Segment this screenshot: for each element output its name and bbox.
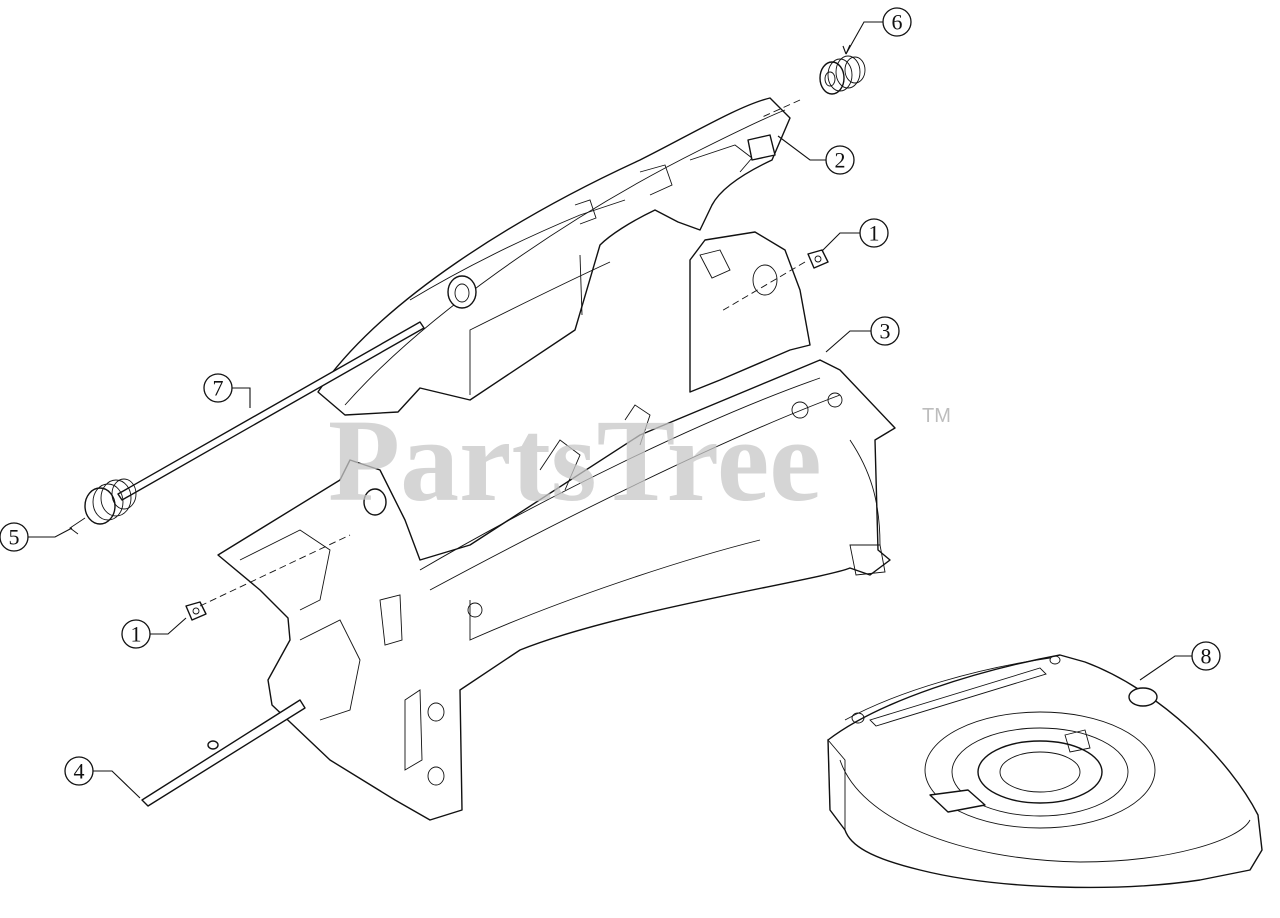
torsion-spring-right[interactable] [819, 55, 866, 95]
mower-deck[interactable] [827, 654, 1263, 889]
callout-label: 5 [9, 525, 20, 550]
nut-bottom[interactable] [185, 601, 207, 621]
rear-door-flap[interactable] [317, 97, 791, 416]
callout-label: 3 [880, 319, 891, 344]
hinge-rod[interactable] [141, 699, 306, 807]
callout-8: 8 [1139, 641, 1221, 681]
callout-label: 1 [869, 221, 880, 246]
callout-3: 3 [825, 316, 900, 353]
rear-housing[interactable] [217, 231, 896, 821]
watermark: PartsTree TM [328, 395, 951, 526]
torsion-rod[interactable] [117, 321, 425, 501]
callout-2: 2 [777, 135, 855, 175]
callout-7: 7 [203, 373, 251, 408]
watermark-text: PartsTree [328, 395, 822, 526]
callout-1-top: 1 [821, 218, 889, 252]
callout-label: 7 [213, 376, 224, 401]
callout-6: 6 [842, 7, 912, 55]
callout-4: 4 [64, 756, 141, 799]
callout-label: 4 [74, 759, 85, 784]
callout-1-bottom: 1 [121, 617, 187, 649]
callout-5: 5 [0, 522, 73, 552]
torsion-spring-left[interactable] [69, 478, 137, 535]
callout-label: 1 [131, 622, 142, 647]
watermark-trademark: TM [922, 405, 951, 427]
callout-label: 8 [1201, 644, 1212, 669]
assembly-center-lines [199, 99, 806, 607]
callout-label: 2 [835, 148, 846, 173]
nut-top[interactable] [807, 249, 829, 269]
callout-label: 6 [892, 10, 903, 35]
